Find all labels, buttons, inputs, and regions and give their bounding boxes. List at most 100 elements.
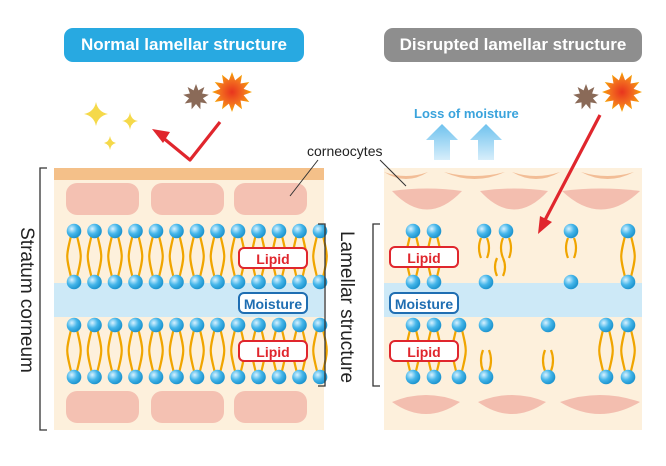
lipid-head: [292, 369, 307, 385]
lipid-tail: [86, 329, 93, 372]
lipid-tail: [479, 349, 485, 372]
lipid-tail: [620, 235, 627, 278]
lipid-head: [312, 317, 328, 333]
lipid-head: [478, 274, 494, 290]
pointer-line: [289, 159, 319, 197]
sun-icon: [212, 72, 252, 112]
lipid-head: [107, 369, 123, 385]
lipid-head: [598, 317, 614, 333]
lipid-head: [169, 369, 184, 385]
lipid-head: [210, 223, 225, 239]
arrow-icon: [426, 124, 502, 160]
lipid-head: [405, 317, 421, 333]
lipid-tail: [66, 235, 73, 278]
lipid-tail: [507, 237, 513, 259]
lipid-head: [312, 369, 328, 385]
lipid-head: [405, 223, 421, 239]
lipid-tail: [75, 329, 82, 372]
lipid-head: [271, 317, 287, 333]
corneocyte-cell: [66, 183, 139, 215]
corneocyte-cells: [384, 172, 640, 414]
lipid-head: [169, 317, 184, 333]
lipid-tail: [127, 235, 134, 278]
label-corneocytes: corneocytes: [307, 143, 383, 159]
lipid-tail: [572, 237, 578, 259]
lipid-head: [251, 274, 266, 290]
pointer-line: [379, 159, 407, 187]
corneocyte-cells: [66, 183, 307, 423]
arrow-icon: [152, 121, 222, 162]
label-loss-of-moisture: Loss of moisture: [414, 106, 519, 121]
bracket-icon: [318, 223, 326, 387]
lipid-tail: [485, 237, 491, 259]
lipid-tail: [321, 235, 328, 278]
lipid-head: [107, 274, 123, 290]
lipid-tail: [116, 235, 123, 278]
lipid-head: [598, 369, 614, 385]
lipid-tag: Lipid: [389, 340, 459, 362]
corneocyte-cell: [562, 188, 640, 210]
lipid-tail: [564, 237, 570, 259]
lipid-tail: [96, 329, 103, 372]
lipid-head: [478, 369, 494, 385]
lipid-tail: [209, 329, 216, 372]
sun-icon: [573, 84, 599, 110]
lipid-head: [87, 274, 102, 290]
lipid-tail: [107, 329, 114, 372]
lipid-head: [107, 223, 123, 239]
corneocyte-cell: [384, 172, 428, 179]
lipid-head: [128, 274, 143, 290]
lipid-tail: [629, 329, 636, 372]
lipid-head: [230, 317, 246, 333]
lipid-head: [87, 317, 102, 333]
corneocyte-cell: [151, 391, 224, 423]
lipid-head: [271, 369, 287, 385]
corneocyte-cell: [234, 391, 307, 423]
lipid-tail: [178, 329, 185, 372]
lipid-tail: [148, 235, 155, 278]
lipid-tail: [219, 235, 226, 278]
bracket-icon: [39, 167, 47, 431]
lipid-tail: [629, 235, 636, 278]
lipid-head: [230, 369, 246, 385]
lipid-tag: Lipid: [238, 340, 308, 362]
lipid-tail: [549, 349, 555, 372]
corneocyte-cell: [392, 188, 462, 210]
sun-icon: [602, 72, 642, 112]
corneocyte-cell: [151, 183, 224, 215]
label-stratum-corneum: Stratum corneum: [16, 227, 37, 373]
corneocyte-cell: [234, 183, 307, 215]
lipid-head: [66, 274, 82, 290]
lipid-head: [271, 274, 287, 290]
lipid-head: [312, 223, 328, 239]
lipid-head: [210, 317, 225, 333]
lipid-head: [189, 369, 205, 385]
lipid-head: [128, 317, 143, 333]
lipid-tail: [148, 329, 155, 372]
lipid-tail: [209, 235, 216, 278]
lipid-head: [210, 274, 225, 290]
lipid-tail: [230, 329, 237, 372]
lipid-head: [620, 223, 636, 239]
lipid-head: [169, 223, 184, 239]
lipid-tail: [137, 329, 144, 372]
lipid-tail: [189, 329, 196, 372]
sparkle-icon: [84, 102, 138, 150]
lipid-tail: [493, 257, 499, 277]
lipid-head: [148, 369, 164, 385]
lipid-tail: [198, 329, 205, 372]
moisture-tag: Moisture: [238, 292, 308, 314]
lipid-head: [66, 369, 82, 385]
arrow-icon: [538, 114, 602, 234]
lipid-head: [405, 274, 421, 290]
skin-surface-layer: [54, 168, 324, 180]
heading-disrupted: Disrupted lamellar structure: [384, 28, 642, 62]
lipid-head: [251, 223, 266, 239]
lipid-tag: Lipid: [389, 246, 459, 268]
corneocyte-cell: [478, 395, 546, 414]
lipid-head: [87, 223, 102, 239]
lipid-head: [540, 317, 556, 333]
lipid-head: [210, 369, 225, 385]
lipid-head: [107, 317, 123, 333]
